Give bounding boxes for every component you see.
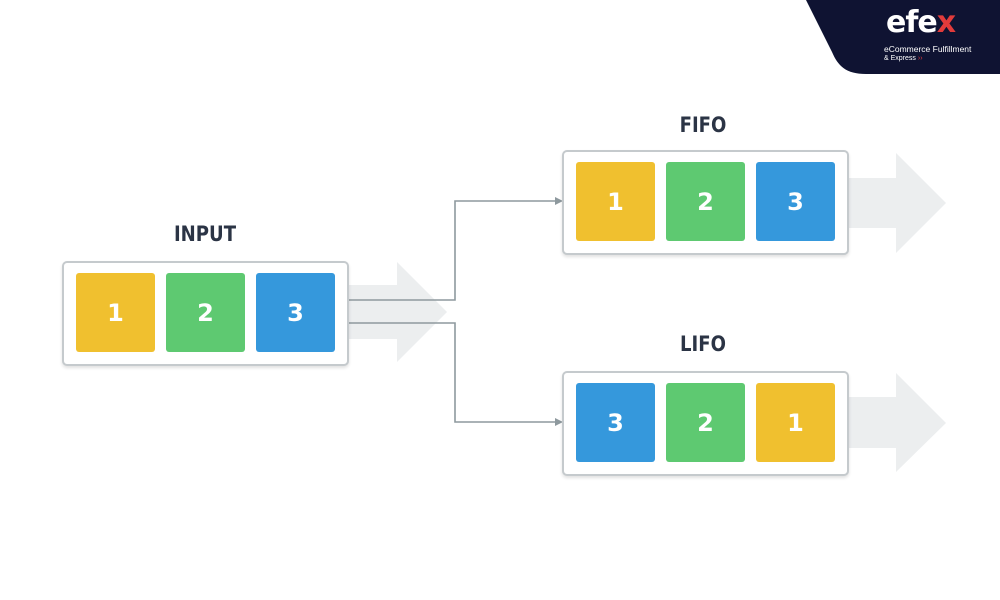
input-tile-2: 2 <box>166 273 245 352</box>
input-flow-arrow <box>340 262 447 362</box>
lifo-tile-1: 3 <box>576 383 655 462</box>
brand-tagline-secondary: & Express ›› <box>884 55 923 62</box>
connector-to-lifo <box>346 322 558 423</box>
fifo-label: FIFO <box>679 113 727 137</box>
connector-to-fifo <box>346 200 558 301</box>
fifo-tile-1: 1 <box>576 162 655 241</box>
fifo-tile-2: 2 <box>666 162 745 241</box>
input-tile-1: 1 <box>76 273 155 352</box>
fifo-tile-3: 3 <box>756 162 835 241</box>
input-panel: 1 2 3 <box>62 261 349 366</box>
logo-tab-background <box>806 0 1000 74</box>
lifo-flow-arrow <box>840 373 946 472</box>
brand-tagline: eCommerce Fulfillment <box>884 44 972 54</box>
fifo-flow-arrow <box>840 153 946 253</box>
connector-to-fifo-head <box>555 197 563 205</box>
lifo-tile-2: 2 <box>666 383 745 462</box>
input-tile-3: 3 <box>256 273 335 352</box>
lifo-label: LIFO <box>680 332 726 356</box>
lifo-tile-3: 1 <box>756 383 835 462</box>
connector-to-lifo-head <box>555 418 563 426</box>
brand-logo[interactable]: efex <box>886 5 956 40</box>
lifo-panel: 3 2 1 <box>562 371 849 476</box>
fifo-panel: 1 2 3 <box>562 150 849 255</box>
input-label: INPUT <box>173 222 237 246</box>
